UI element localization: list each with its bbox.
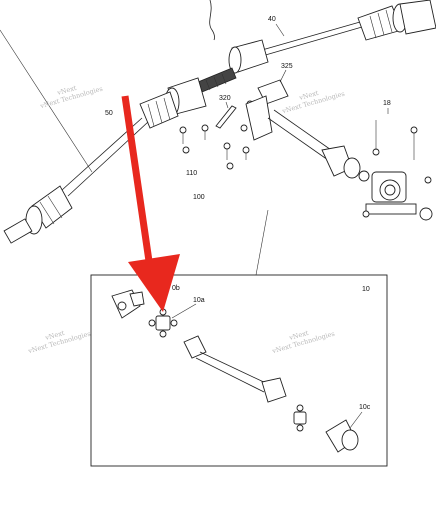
- leader-10c: [349, 411, 363, 429]
- propshaft-assembly: [245, 79, 370, 182]
- hose-line: [209, 0, 215, 41]
- detail-driveshaft: [183, 335, 287, 403]
- detail-box: [90, 274, 388, 467]
- driveshaft-50: [3, 77, 207, 244]
- leader-325: [279, 69, 287, 83]
- leader-40: [275, 23, 285, 37]
- watermark-2: vNext vNext Technologies: [280, 89, 345, 116]
- watermark-3: vNext vNext Technologies: [26, 329, 91, 356]
- callout-50: 50: [105, 110, 113, 117]
- bolt-group: [179, 100, 254, 170]
- callout-100: 100: [193, 194, 205, 201]
- callout-10b: 0b: [172, 285, 180, 292]
- callout-320: 320: [219, 95, 231, 102]
- callout-110: 110: [186, 170, 197, 177]
- callout-18: 18: [383, 100, 391, 107]
- red-arrow: [121, 95, 180, 312]
- callout-40: 40: [268, 16, 276, 23]
- callout-10c: 10c: [359, 404, 371, 411]
- yoke-10c: [325, 419, 359, 453]
- leader-line-left: [0, 29, 93, 173]
- driveshaft-40: [228, 0, 436, 74]
- ujoint-center: [293, 404, 307, 432]
- carrier-bearing-18: [362, 120, 433, 221]
- leader-320: [225, 101, 229, 109]
- callout-325: 325: [281, 63, 293, 70]
- leader-10a: [171, 303, 197, 319]
- callout-10a: 10a: [193, 297, 205, 304]
- yoke-10b: [111, 289, 145, 319]
- callout-10: 10: [362, 286, 370, 293]
- spline-section: [197, 67, 237, 93]
- watermark-1: vNext vNext Technologies: [38, 84, 103, 111]
- ujoint-10a: [148, 308, 178, 338]
- watermark-4: vNext vNext Technologies: [270, 329, 335, 356]
- leader-line-lower: [255, 209, 269, 276]
